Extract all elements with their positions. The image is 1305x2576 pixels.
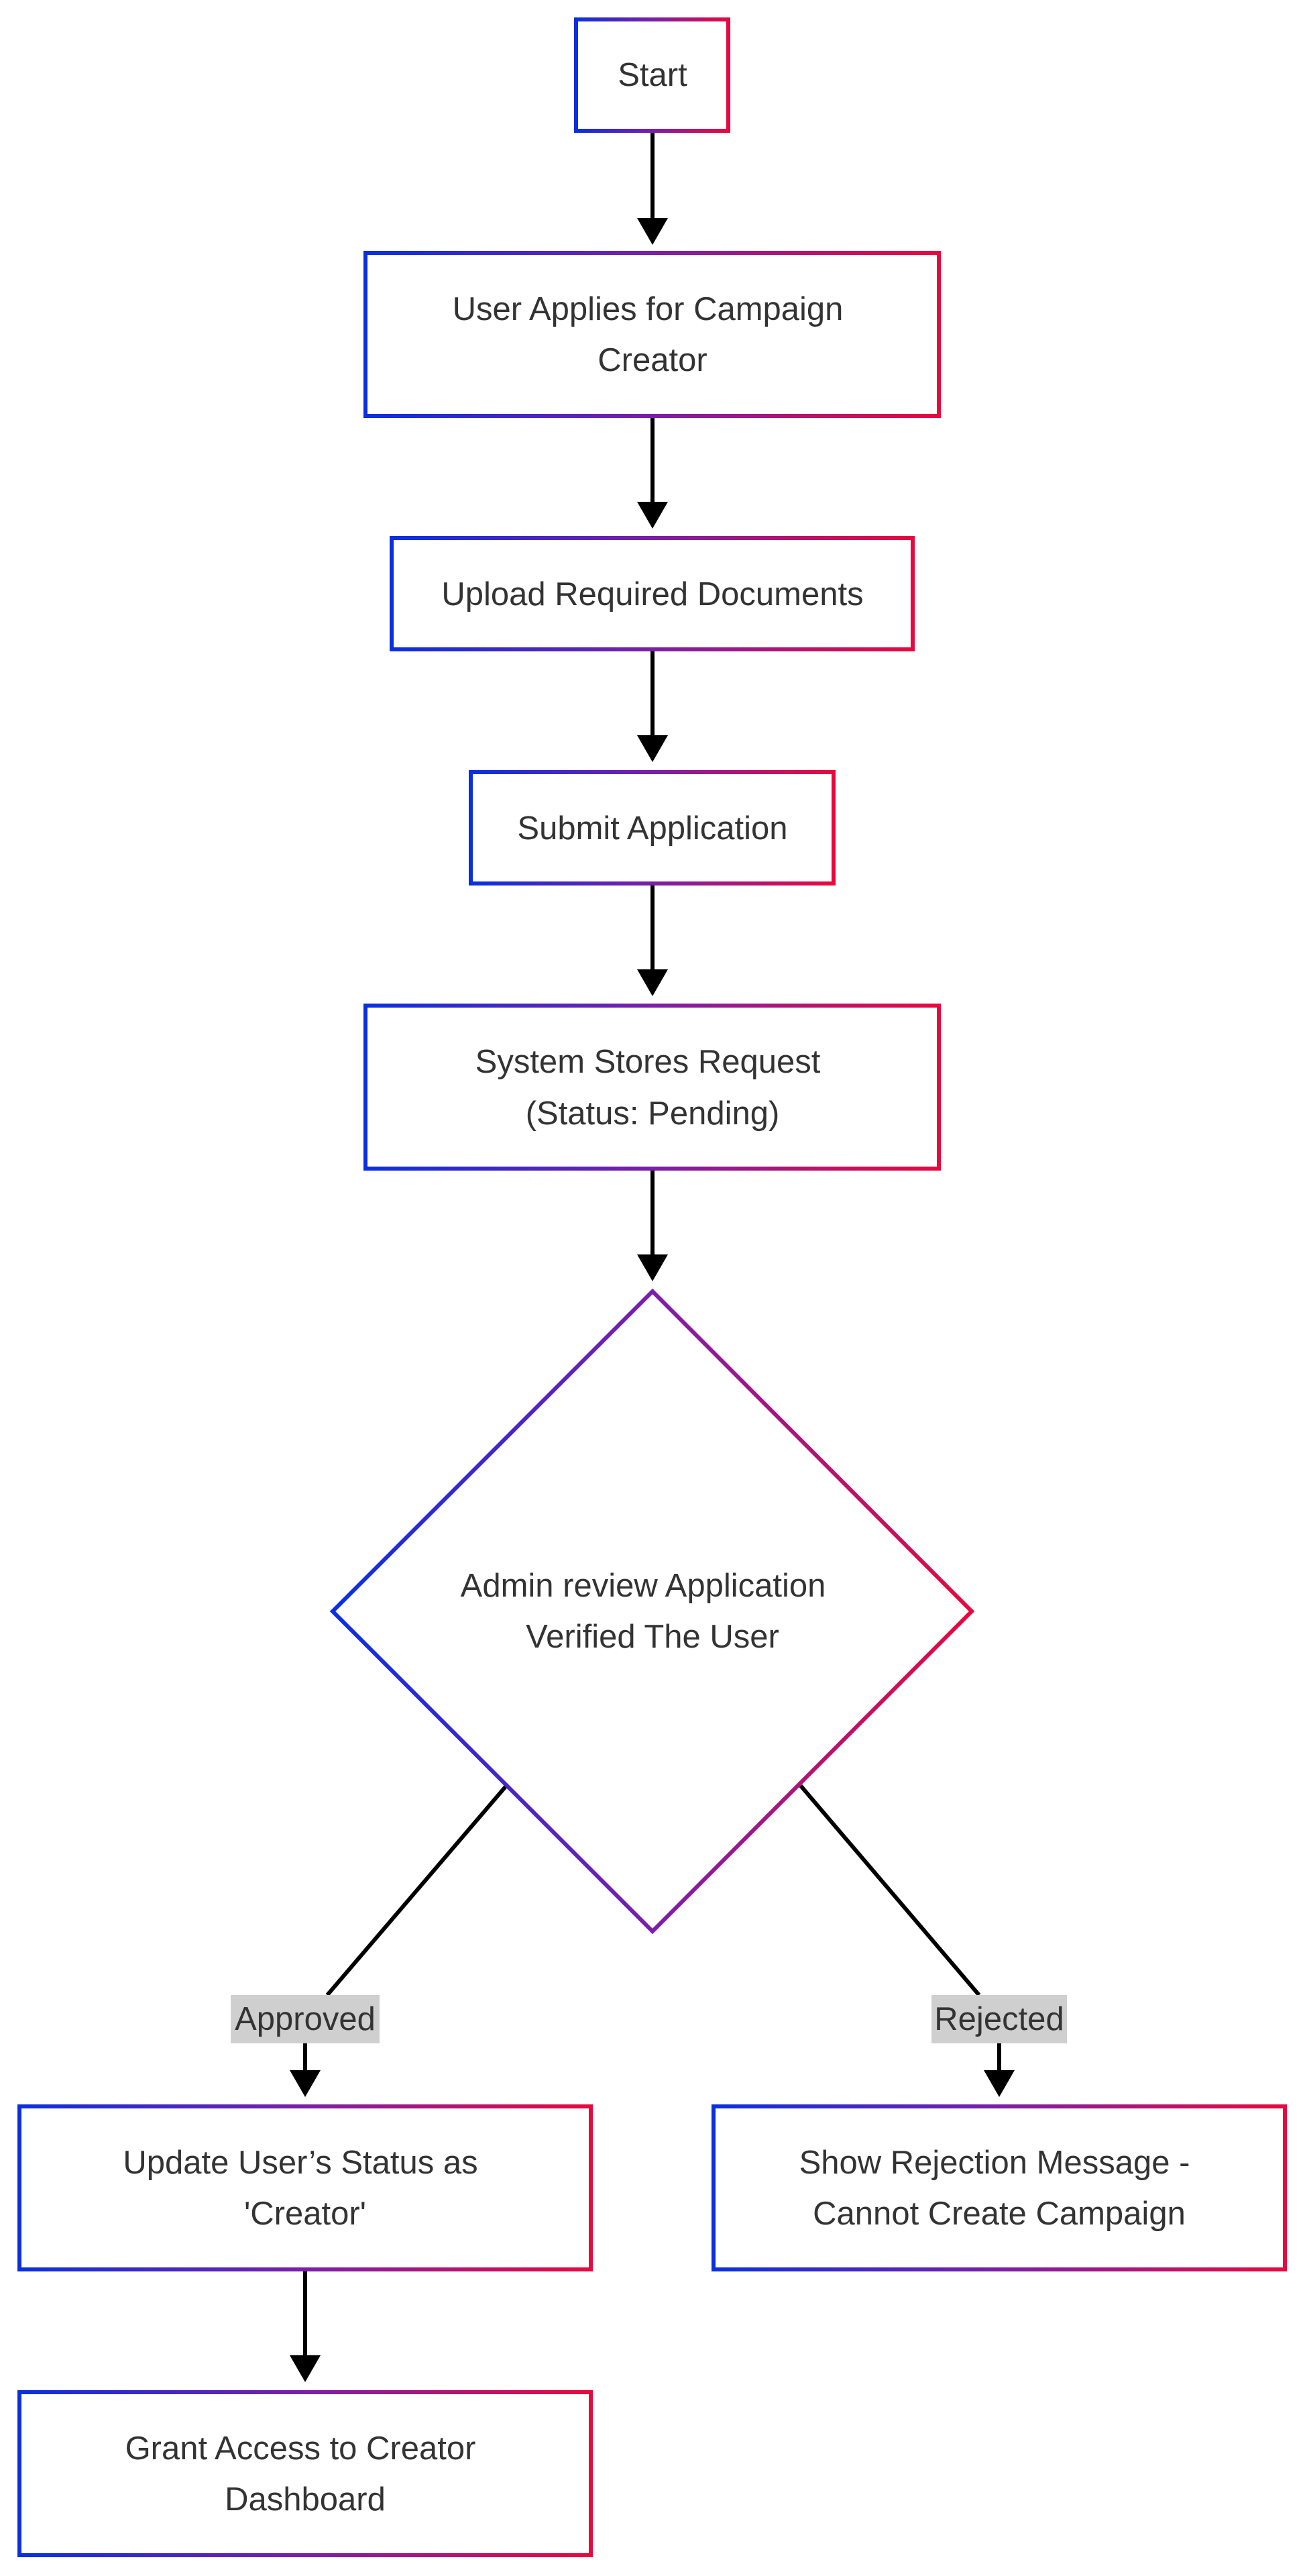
node-start: Start — [574, 17, 730, 133]
node-apply: User Applies for Campaign Creator — [363, 251, 941, 418]
arrowhead-icon — [637, 735, 668, 762]
node-reject-label-line2: Cannot Create Campaign — [813, 2196, 1186, 2232]
node-box — [712, 2104, 1287, 2271]
node-apply-label-line1: User Applies for Campaign — [453, 291, 844, 327]
arrowhead-icon — [637, 969, 668, 996]
node-upload: Upload Required Documents — [390, 536, 915, 651]
edge-review-to-update — [290, 1784, 508, 2097]
edge-apply-to-upload — [637, 416, 668, 529]
node-reject-label-line1: Show Rejection Message - — [799, 2145, 1190, 2181]
arrowhead-icon — [290, 2355, 321, 2382]
node-apply-label-line2: Creator — [598, 342, 707, 378]
node-store-label-line2: (Status: Pending) — [526, 1095, 780, 1132]
arrowhead-icon — [637, 502, 668, 529]
edge-label-background — [931, 1995, 1067, 2043]
node-submit: Submit Application — [469, 770, 836, 885]
arrowhead-icon — [290, 2070, 321, 2097]
node-box — [574, 17, 730, 133]
node-store: System Stores Request (Status: Pending) — [363, 1004, 941, 1171]
edge-label-approved: Approved — [231, 1995, 380, 2043]
decision-diamond — [329, 1288, 975, 1935]
edge-review-to-reject — [799, 1784, 1015, 2097]
edge-upload-to-submit — [637, 649, 668, 762]
arrowhead-icon — [637, 1254, 668, 1281]
node-grant-label-line1: Grant Access to Creator — [125, 2430, 476, 2467]
node-box — [363, 1004, 941, 1171]
node-box — [17, 2104, 593, 2271]
edge-line — [799, 1784, 981, 1996]
node-upload-label: Upload Required Documents — [441, 576, 863, 612]
node-review-label-line2: Verified The User — [526, 1619, 779, 1655]
arrowhead-icon — [637, 218, 668, 245]
node-grant-access: Grant Access to Creator Dashboard — [17, 2390, 593, 2557]
edge-line — [325, 1784, 508, 1996]
node-start-label: Start — [618, 57, 687, 93]
node-box — [363, 251, 941, 418]
node-review-label-line1: Admin review Application — [461, 1568, 826, 1604]
node-submit-label: Submit Application — [517, 810, 787, 847]
node-review-decision: Admin review Application Verified The Us… — [329, 1288, 975, 1935]
node-update-label-line1: Update User’s Status as — [123, 2145, 477, 2181]
edge-update-to-grant — [290, 2269, 321, 2382]
edge-store-to-review — [637, 1169, 668, 1281]
edge-label-approved-text: Approved — [235, 2001, 376, 2037]
arrowhead-icon — [984, 2070, 1015, 2097]
node-box — [469, 770, 836, 885]
edge-start-to-apply — [637, 132, 668, 245]
node-update-label-line2: 'Creator' — [244, 2196, 366, 2232]
node-grant-label-line2: Dashboard — [225, 2481, 386, 2518]
edge-label-rejected: Rejected — [931, 1995, 1067, 2043]
node-update-status: Update User’s Status as 'Creator' — [17, 2104, 593, 2271]
node-rejection-message: Show Rejection Message - Cannot Create C… — [712, 2104, 1287, 2271]
node-box — [390, 536, 915, 651]
edge-label-background — [231, 1995, 380, 2043]
edge-submit-to-store — [637, 883, 668, 996]
node-store-label-line1: System Stores Request — [475, 1044, 821, 1080]
node-box — [17, 2390, 593, 2557]
edge-label-rejected-text: Rejected — [934, 2001, 1064, 2037]
